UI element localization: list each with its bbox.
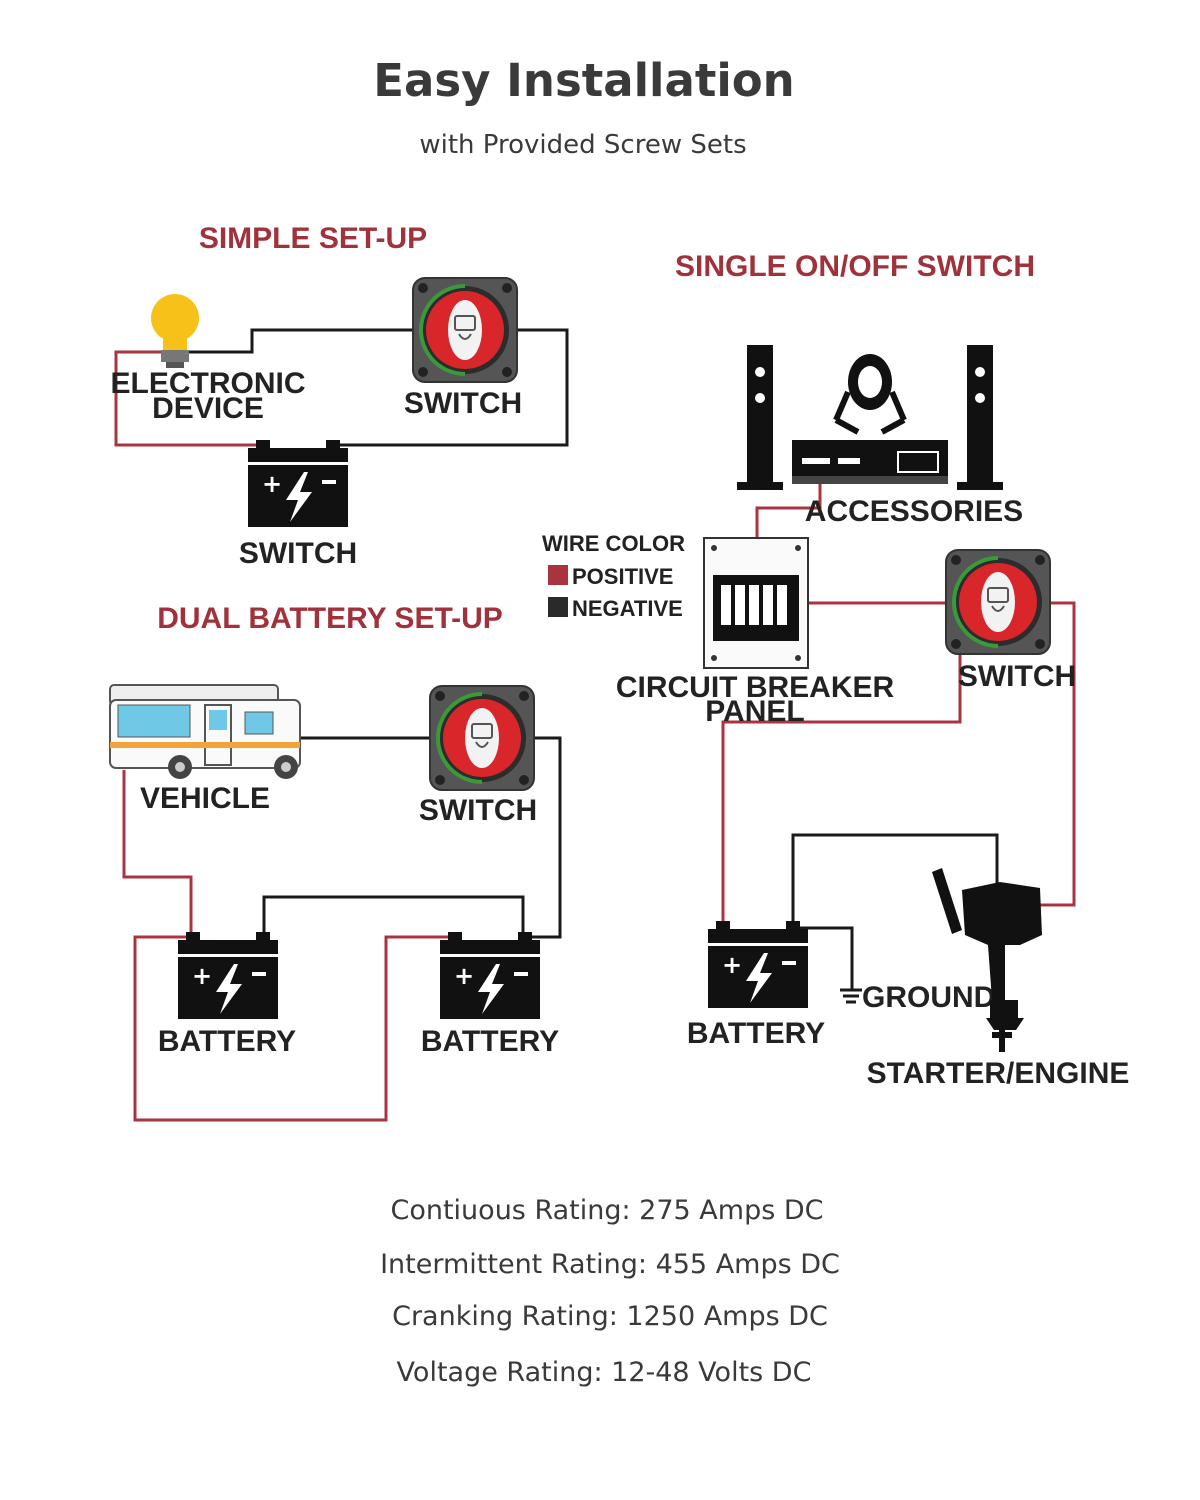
legend-negative-label: NEGATIVE [572,596,683,621]
single-wire-switch-engine [1040,601,1076,907]
dual-switch-label: SWITCH [419,794,537,827]
battery-icon [178,932,278,1019]
voltage-rating: Voltage Rating: 12-48 Volts DC [397,1357,812,1388]
speaker-icon [737,345,783,490]
simple-switch-label: SWITCH [404,387,522,420]
battery-icon [440,932,540,1019]
page-subtitle: with Provided Screw Sets [419,130,746,160]
dual-battery1-label: BATTERY [158,1025,296,1058]
battery-switch-icon [411,276,519,384]
legend-title: WIRE COLOR [542,531,685,556]
dual-wire-battery-loop [133,935,450,1122]
legend-negative-swatch [548,597,568,617]
legend-positive-label: POSITIVE [572,564,673,589]
light-bulb-icon [151,294,199,368]
accessories-label: ACCESSORIES [805,495,1023,528]
starter-engine-label: STARTER/ENGINE [867,1057,1130,1090]
single-switch-label: SWITCH [958,660,1076,693]
receiver-icon [792,440,948,484]
simple-wire-switch-battery [340,328,569,447]
ratings-list: Contiuous Rating: 275 Amps DC Intermitte… [380,1195,840,1388]
single-wire-battery-engine [791,833,999,925]
single-wire-switch-battery [721,650,962,925]
dual-battery2-label: BATTERY [421,1025,559,1058]
circuit-breaker-icon [703,537,809,669]
single-wire-battery-ground [800,926,854,990]
legend-positive-swatch [548,565,568,585]
circuit-breaker-label-2: PANEL [705,695,804,728]
dual-wire-battery1-battery2 [262,895,525,937]
single-switch-section: SINGLE ON/OFF SWITCH [616,250,1130,1090]
intermittent-rating: Intermittent Rating: 455 Amps DC [380,1249,840,1280]
dual-wire-switch-battery2 [528,736,562,939]
ground-label: GROUND [862,981,995,1014]
dual-wire-vehicle-battery1 [122,770,193,937]
electronic-device-label-2: DEVICE [152,392,264,425]
single-switch-title: SINGLE ON/OFF SWITCH [675,250,1035,283]
cranking-rating: Cranking Rating: 1250 Amps DC [392,1301,828,1332]
electronic-device-label-1: ELECTRONIC [111,367,306,400]
simple-battery-label: SWITCH [239,537,357,570]
rv-vehicle-icon [109,684,301,779]
projector-icon [833,354,907,435]
dual-battery-title: DUAL BATTERY SET-UP [157,602,503,635]
ground-icon [840,988,862,1004]
single-battery-label: BATTERY [687,1017,825,1050]
battery-icon [248,440,348,527]
circuit-breaker-label-1: CIRCUIT BREAKER [616,671,895,704]
single-wire-panel-accessories [755,482,822,538]
speaker-icon [957,345,1003,490]
page-title: Easy Installation [373,54,794,107]
dual-battery-section: DUAL BATTERY SET-UP VEHICLE SWITCH BATTE… [109,602,562,1122]
outboard-engine-icon [932,868,1042,1052]
simple-setup-section: SIMPLE SET-UP ELECTRONIC DEVICE SWITCH S… [111,222,569,570]
battery-switch-icon [428,684,536,792]
simple-setup-title: SIMPLE SET-UP [199,222,427,255]
battery-switch-icon [944,548,1052,656]
wire-color-legend: WIRE COLOR POSITIVE NEGATIVE [542,531,685,621]
simple-wire-device-switch [175,328,420,354]
vehicle-label: VEHICLE [140,782,270,815]
continuous-rating: Contiuous Rating: 275 Amps DC [390,1195,823,1226]
simple-wire-device-battery [114,350,262,447]
battery-icon [708,921,808,1008]
